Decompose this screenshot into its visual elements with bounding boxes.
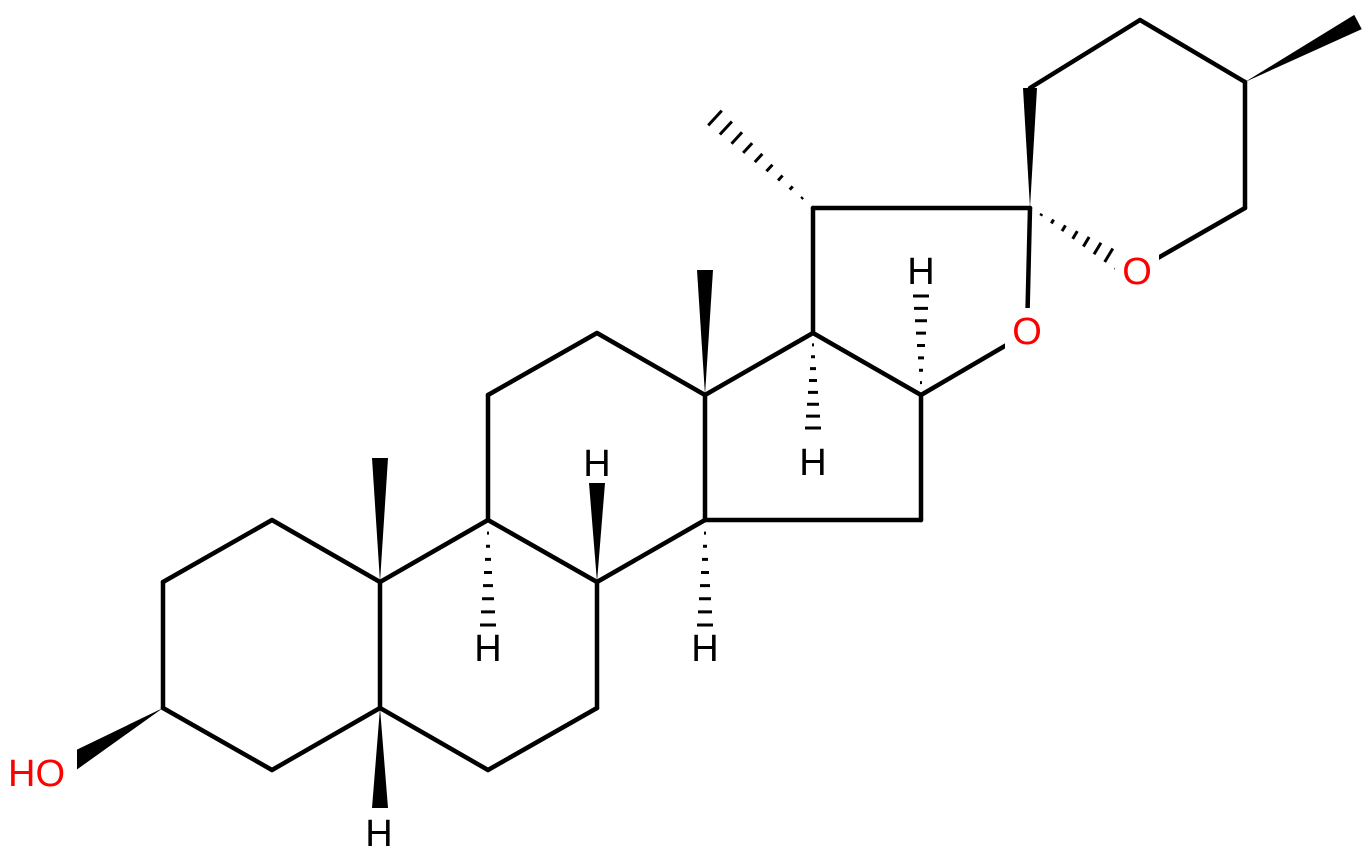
bond-C23-C24 [1027,17,1143,91]
c22-c23-wedge [1023,88,1037,208]
hydroxyl-wedge [67,708,163,770]
bond-C3-C4 [160,705,275,773]
h-c9-label: H [474,628,501,670]
bond-C12-C13 [594,330,708,398]
bond-C7-C6 [485,705,600,773]
h-c9-hash [480,531,496,627]
bond-C10-C1 [269,517,383,585]
methyl-c18-wedge [697,270,713,395]
h-c5-wedge [372,708,388,808]
bond-C17-C13 [702,330,816,398]
bond-C16-C17 [810,330,924,398]
h-c16-label: H [907,251,934,293]
h-c14-hash [697,531,713,627]
hydroxyl-label: HO [8,753,65,795]
h-c14-label: H [691,628,718,670]
h-c5-label: H [365,813,392,855]
bond-C11-C12 [485,330,600,398]
h-c8-label: H [583,443,610,485]
atom-labels: HO O O H H H H H H [5,248,1159,855]
bond-C9-C8 [485,517,600,585]
methyl-c21-hash [707,109,804,200]
furan-oxygen-label: O [1012,311,1042,353]
h-c8-wedge [589,483,605,582]
bond-C14-C8 [594,517,708,585]
bond-C1-C2 [160,517,275,585]
bond-C10-C9 [377,517,491,585]
methyl-c27-wedge [1245,14,1362,82]
bond-C6-C5 [377,705,491,773]
bonds [160,17,1248,773]
h-c16-hash [913,294,929,385]
stereo-bonds [67,14,1362,808]
c22-o-hash [1039,213,1126,271]
h-c17-hash [805,343,821,430]
pyran-oxygen-label: O [1122,251,1152,293]
methyl-c19-wedge [372,458,388,582]
h-c17-label: H [799,442,826,484]
bond-C24-C25 [1137,17,1248,85]
bond-C4-C5 [269,705,383,773]
